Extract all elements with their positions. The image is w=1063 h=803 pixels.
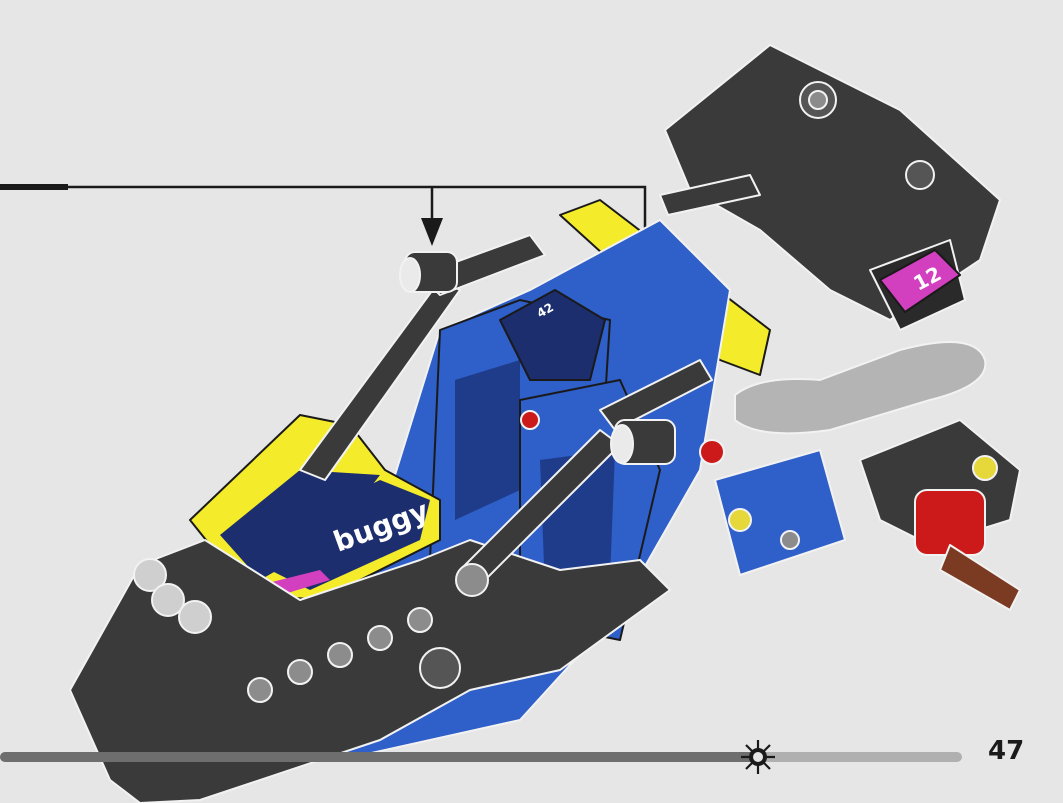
- highlighted-connector: [610, 419, 676, 465]
- page-number: 47: [988, 736, 1025, 766]
- arrow-down-icon: [421, 218, 443, 246]
- gear-icon: [741, 740, 775, 774]
- suspension-rods: [299, 174, 761, 586]
- buggy-model-illustration: 12 42 buggy: [69, 44, 1021, 803]
- progress-bar: [0, 752, 962, 762]
- seat-decal: [499, 289, 606, 381]
- number-decal: [879, 249, 961, 313]
- highlighted-connector: [399, 251, 458, 293]
- brown-axle: [939, 544, 1021, 611]
